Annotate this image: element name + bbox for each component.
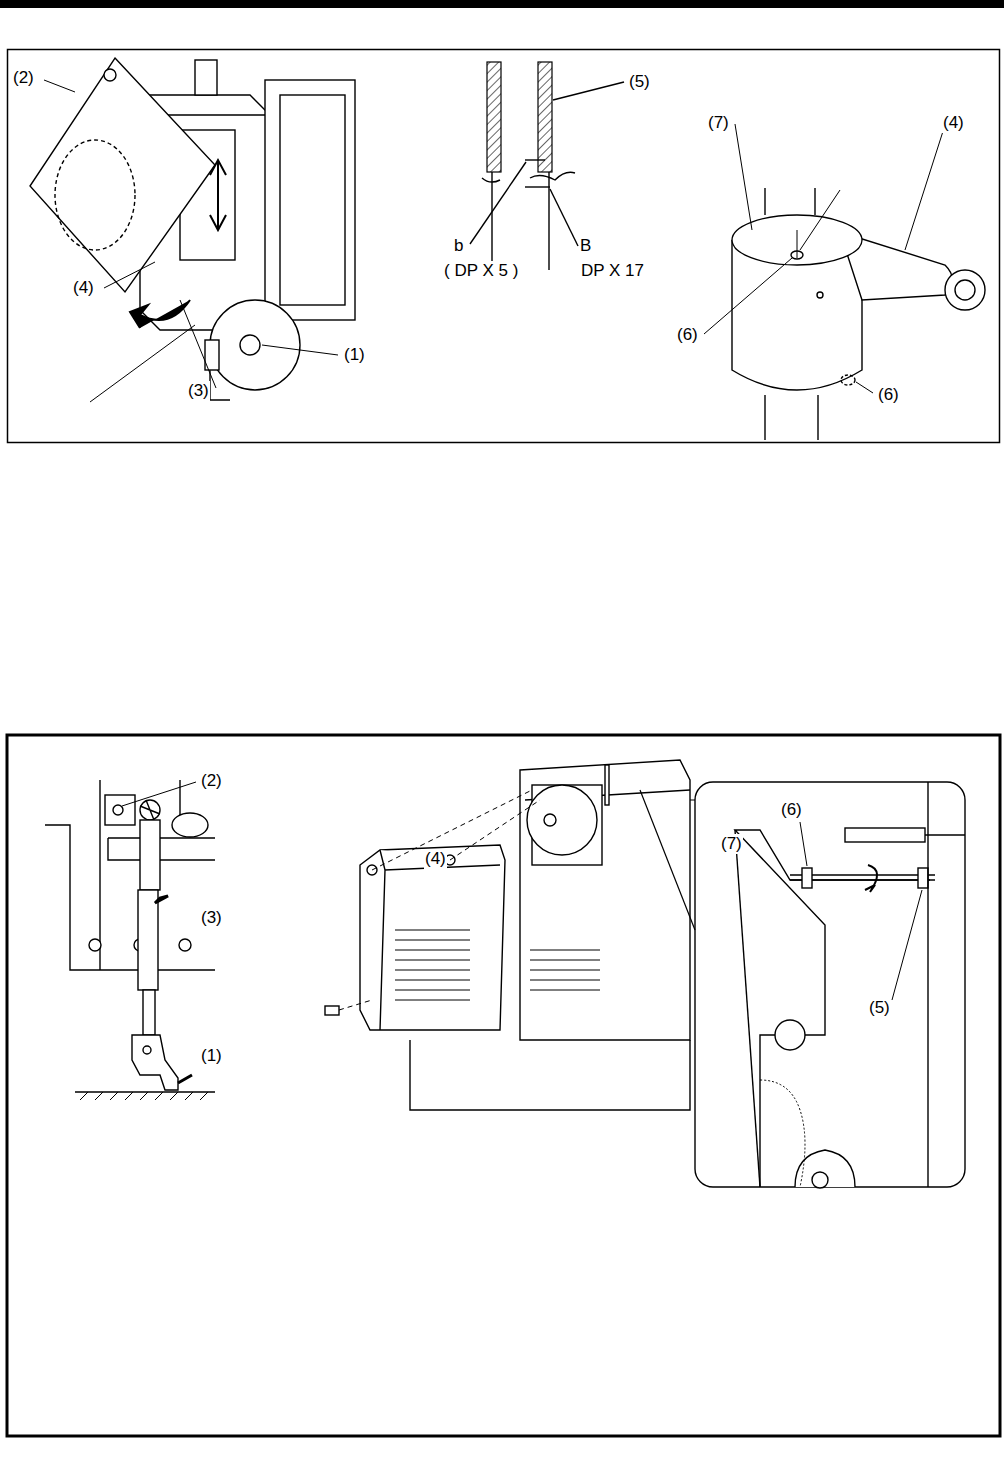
callout-number: (3) <box>187 381 210 401</box>
needle-label: B <box>579 236 592 256</box>
callout-number: (1) <box>343 345 366 365</box>
callout-number: (4) <box>942 113 965 133</box>
callout-number: (5) <box>628 72 651 92</box>
callout-number: (2) <box>12 68 35 88</box>
needle-label: b <box>453 236 464 256</box>
callout-number: (4) <box>424 849 447 869</box>
callout-number: (2) <box>200 771 223 791</box>
callout-number: (7) <box>707 113 730 133</box>
needle-type: ( DP X 5 ) <box>443 261 519 281</box>
callout-number: (6) <box>780 800 803 820</box>
callout-number: (5) <box>868 998 891 1018</box>
callout-number: (7) <box>720 834 743 854</box>
callout-number: (6) <box>877 385 900 405</box>
callout-number: (6) <box>676 325 699 345</box>
callout-number: (3) <box>200 908 223 928</box>
callout-number: (4) <box>72 278 95 298</box>
callout-number: (1) <box>200 1046 223 1066</box>
needle-type: DP X 17 <box>580 261 645 281</box>
